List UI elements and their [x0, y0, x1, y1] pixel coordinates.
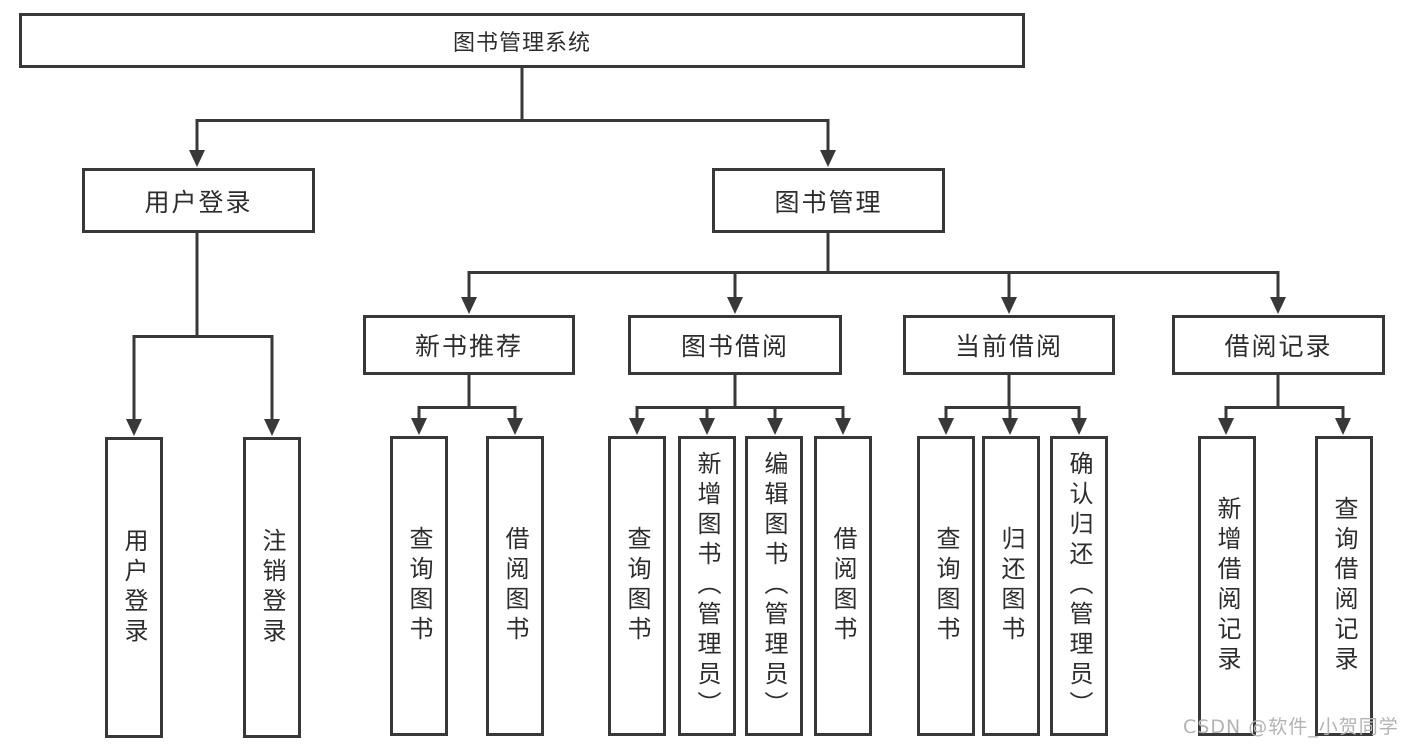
node-label: 用户登录 [120, 527, 148, 648]
connector-paths [132, 68, 1345, 421]
leaf-borrow-books-recommend: 借阅图书 [486, 436, 544, 736]
node-book-borrowing: 图书借阅 [628, 315, 842, 375]
node-label: 借阅图书 [829, 526, 857, 646]
node-label: 归还图书 [997, 526, 1025, 646]
leaf-return-book: 归还图书 [982, 436, 1040, 736]
node-book-management: 图书管理 [712, 168, 945, 233]
leaf-logout: 注销登录 [243, 437, 301, 738]
node-label: 查询图书 [623, 526, 651, 646]
node-label: 借阅记录 [1224, 332, 1333, 361]
node-current-borrowing: 当前借阅 [903, 315, 1115, 375]
node-label: 确认归还（管理员） [1065, 451, 1093, 721]
leaf-edit-book-admin: 编辑图书（管理员） [745, 436, 803, 736]
node-label: 新增图书（管理员） [693, 451, 721, 721]
node-label: 图书借阅 [680, 332, 789, 361]
node-library-management-system: 图书管理系统 [19, 13, 1025, 68]
leaf-confirm-return-admin: 确认归还（管理员） [1050, 436, 1108, 736]
leaf-user-login: 用户登录 [105, 437, 163, 738]
leaf-query-books-current: 查询图书 [917, 436, 975, 736]
leaf-add-book-admin: 新增图书（管理员） [678, 436, 736, 736]
node-new-book-recommendation: 新书推荐 [363, 315, 575, 375]
leaf-query-books-recommend: 查询图书 [390, 436, 448, 736]
node-label: 当前借阅 [954, 332, 1063, 361]
node-label: 图书管理 [774, 187, 883, 217]
node-label: 查询图书 [932, 526, 960, 646]
csdn-watermark: CSDN @软件_小贺同学 [1183, 716, 1399, 738]
node-label: 借阅图书 [501, 526, 529, 646]
leaf-query-borrow-record: 查询借阅记录 [1315, 436, 1373, 736]
node-label: 编辑图书（管理员） [760, 451, 788, 721]
node-label: 图书管理系统 [452, 30, 591, 56]
node-label: 新增借阅记录 [1213, 496, 1241, 676]
node-label: 注销登录 [258, 527, 286, 648]
leaf-borrow-books: 借阅图书 [814, 436, 872, 736]
leaf-add-borrow-record: 新增借阅记录 [1198, 436, 1256, 736]
node-user-login: 用户登录 [82, 168, 315, 233]
node-label: 查询图书 [405, 526, 433, 646]
node-label: 新书推荐 [414, 332, 523, 361]
node-label: 用户登录 [144, 187, 253, 217]
node-borrowing-records: 借阅记录 [1172, 315, 1385, 375]
leaf-query-books-borrow: 查询图书 [608, 436, 666, 736]
arrowheads [126, 150, 1351, 436]
node-label: 查询借阅记录 [1330, 496, 1358, 676]
